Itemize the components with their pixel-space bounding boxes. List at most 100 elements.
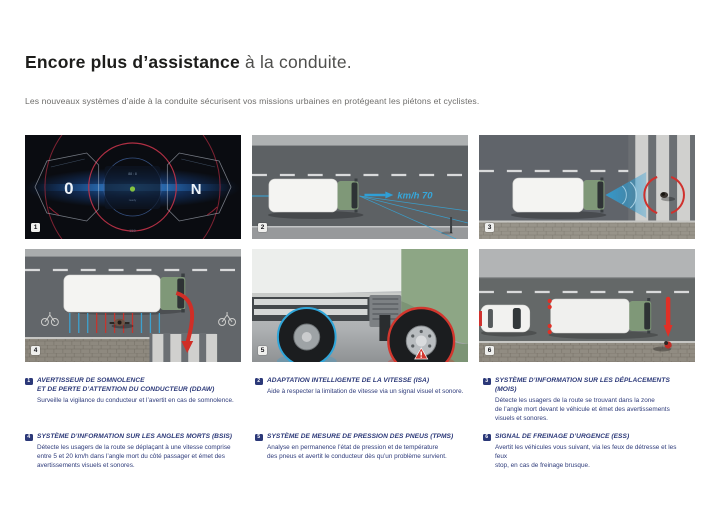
panel-ess: 6: [479, 249, 695, 362]
sidewalk-cobblestone: [479, 222, 695, 239]
feature-number-badge: 1: [25, 377, 33, 385]
sidewalk-cobblestone: [25, 339, 150, 362]
panel-tpms: 5: [252, 249, 468, 362]
main-red-ring: [88, 142, 177, 232]
panel-dashboard: 88 : 8 ready 0 N 150 1: [25, 135, 241, 239]
feature-title: SIGNAL DE FREINAGE D’URGENCE (ESS): [495, 433, 630, 441]
truck-top-view: [268, 178, 359, 213]
panel-number-badge: 4: [31, 346, 40, 355]
svg-text:150: 150: [129, 228, 136, 233]
feature-number-badge: 2: [255, 377, 263, 385]
panel-mois: 3: [479, 135, 695, 239]
feature-title: AVERTISSEUR DE SOMNOLENCE ET DE PERTE D’…: [37, 377, 215, 393]
left-gauge-value: 0: [64, 179, 73, 198]
panel-number-badge: 2: [258, 223, 267, 232]
feature-ddaw: 1 AVERTISSEUR DE SOMNOLENCE ET DE PERTE …: [25, 377, 255, 423]
illustration-grid: 88 : 8 ready 0 N 150 1: [25, 135, 695, 362]
rear-wheel: [276, 307, 337, 362]
pedestrian-top-view: [664, 341, 672, 349]
tpms-illustration: [252, 249, 468, 362]
hazard-flash-lights: [547, 298, 552, 335]
pedestrian-alert-marker: [663, 296, 673, 337]
panel-number-badge: 1: [31, 223, 40, 232]
feature-number-badge: 5: [255, 433, 263, 442]
turn-warning-arrow: [175, 291, 195, 353]
feature-title: SYSTÈME DE MESURE DE PRESSION DES PNEUS …: [267, 433, 454, 441]
car-rear-window: [487, 309, 493, 328]
sidewalk-cobblestone: [479, 343, 695, 362]
truck-windshield: [644, 302, 651, 330]
isa-illustration: km/h 70: [252, 135, 468, 239]
far-sidewalk: [479, 249, 695, 277]
svg-text:ready: ready: [129, 198, 137, 202]
far-sidewalk: [252, 135, 468, 145]
feature-number-badge: 3: [483, 377, 491, 385]
feature-list: 1 AVERTISSEUR DE SOMNOLENCE ET DE PERTE …: [25, 377, 703, 470]
truck-body: [512, 177, 584, 213]
blind-spot-scan-lines: [69, 313, 161, 333]
bsis-illustration: [25, 249, 241, 362]
feature-description: Détecte les usagers de la route se trouv…: [495, 397, 670, 423]
mud-flap: [379, 315, 391, 341]
feature-ess: 6 SIGNAL DE FREINAGE D’URGENCE (ESS) Ave…: [483, 433, 703, 470]
truck-top-view: [512, 177, 605, 213]
bike-lane-symbol-right: [218, 312, 237, 326]
cyclist-top-view: [109, 318, 134, 329]
warning-triangle-icon: [414, 347, 429, 360]
truck-box-body: [252, 249, 404, 295]
feature-description: Surveille la vigilance du conducteur et …: [37, 397, 234, 405]
truck-body: [63, 274, 161, 313]
feature-bsis: 4 SYSTÈME D’INFORMATION SUR LES ANGLES M…: [25, 433, 255, 470]
left-gauge-outline: [34, 152, 100, 222]
feature-mois: 3 SYSTÈME D’INFORMATION SUR LES DÉPLACEM…: [483, 377, 703, 423]
panel-number-badge: 5: [258, 346, 267, 355]
page-title: Encore plus d’assistance à la conduite.: [25, 51, 352, 73]
speed-limit-label: km/h 70: [397, 190, 433, 201]
detection-cone: [605, 172, 647, 218]
page-title-bold: Encore plus d’assistance: [25, 52, 240, 72]
feature-description: Détecte les usagers de la route se dépla…: [37, 444, 231, 470]
panel-bsis: 4: [25, 249, 241, 362]
speed-arrow-icon: [364, 191, 394, 199]
red-alert-ring: [387, 306, 456, 362]
following-car-top-view: [479, 304, 531, 333]
bike-lane-symbol-left: [40, 312, 59, 326]
truck-body: [268, 178, 338, 213]
pedestrian-top-view: [660, 192, 669, 198]
truck-top-view: [63, 273, 186, 313]
feature-title: ADAPTATION INTELLIGENTE DE LA VITESSE (I…: [267, 377, 430, 384]
truck-top-view: [550, 298, 652, 334]
zebra-crossing: [152, 334, 218, 362]
feature-number-badge: 6: [483, 433, 491, 442]
svg-text:88 : 8: 88 : 8: [128, 172, 137, 176]
truck-cab-side: [401, 249, 468, 344]
pedestrian-alert-arcs: [643, 176, 685, 214]
dashboard-illustration: 88 : 8 ready 0 N 150: [25, 135, 241, 239]
page-subtitle: Les nouveaux systèmes d’aide à la condui…: [25, 96, 480, 106]
right-gauge-outline: [166, 152, 232, 222]
right-gauge-value: N: [191, 181, 202, 198]
mois-illustration: [479, 135, 695, 239]
feature-description: Aide à respecter la limitation de vitess…: [267, 388, 464, 396]
front-wheel: [387, 306, 456, 362]
panel-number-badge: 3: [485, 223, 494, 232]
car-brake-light: [479, 311, 482, 326]
feature-description: Analyse en permanence l’état de pression…: [267, 444, 447, 461]
ess-illustration: [479, 249, 695, 362]
panel-number-badge: 6: [485, 346, 494, 355]
car-windshield: [512, 308, 521, 329]
speed-detection-lines: [359, 195, 468, 239]
page-title-light: à la conduite.: [239, 52, 352, 72]
feature-isa: 2 ADAPTATION INTELLIGENTE DE LA VITESSE …: [255, 377, 483, 423]
panel-isa: km/h 70 2: [252, 135, 468, 239]
outer-red-ring: [44, 135, 221, 239]
near-sidewalk: [252, 227, 468, 239]
feature-title: SYSTÈME D’INFORMATION SUR LES DÉPLACEMEN…: [495, 377, 670, 393]
feature-description: Avertit les véhicules vous suivant, via …: [495, 444, 677, 470]
feature-number-badge: 4: [25, 433, 33, 442]
feature-tpms: 5 SYSTÈME DE MESURE DE PRESSION DES PNEU…: [255, 433, 483, 470]
truck-windshield: [351, 182, 358, 209]
truck-windshield: [597, 181, 604, 209]
center-indicator: [129, 186, 136, 192]
